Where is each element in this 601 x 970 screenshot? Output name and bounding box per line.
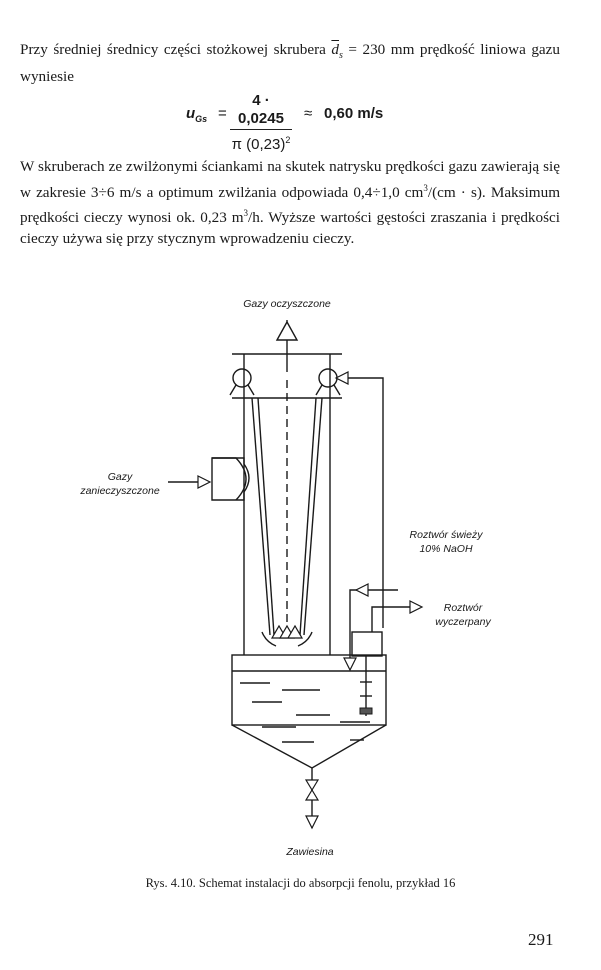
label-clean-gas: Gazy oczyszczone xyxy=(243,298,331,310)
label-spent-solution-2: wyczerpany xyxy=(435,616,491,628)
label-suspension: Zawiesina xyxy=(285,846,333,858)
formula-result: 0,60 m/s xyxy=(324,105,384,122)
p2-text-b: /(cm · s). Maksimum prędkości cieczy wyn… xyxy=(20,183,561,227)
makeup-line xyxy=(349,583,398,660)
level-controller-box xyxy=(351,631,383,657)
paragraph-1: Przy średniej średnicy części stożkowej … xyxy=(20,40,560,87)
page-number: 291 xyxy=(528,930,554,949)
drain-valve-icon xyxy=(304,768,320,830)
diameter-symbol: d xyxy=(331,41,339,58)
label-spent-solution-1: Roztwór xyxy=(444,602,483,614)
formula-approx: ≈ xyxy=(304,105,313,122)
p2-superscript-1: 3 xyxy=(423,182,428,193)
spent-solution-line xyxy=(371,600,424,632)
formula-lhs-symbol: u xyxy=(186,105,196,122)
p1-text-b: = 230 mm prędkość liniowa gazu wyniesie xyxy=(20,41,560,85)
spray-nozzle-right-icon xyxy=(315,368,341,396)
figure-caption: Rys. 4.10. Schemat instalacji do absorpc… xyxy=(145,876,456,890)
p2-superscript-2: 3 xyxy=(243,208,249,219)
fraction-bar xyxy=(230,129,292,130)
gas-inlet-box xyxy=(211,457,250,501)
settling-tank xyxy=(231,654,387,769)
outlet-arrow xyxy=(275,320,299,372)
conical-insert xyxy=(251,380,323,640)
diameter-subscript: s xyxy=(339,50,343,62)
formula-lhs: uGs xyxy=(186,105,207,124)
paragraph-2: W skruberach ze zwilżonymi ściankami na … xyxy=(20,157,560,249)
formula-lhs-subscript: Gs xyxy=(195,114,208,124)
formula-denominator-exponent: 2 xyxy=(285,135,291,145)
formula-equals: = xyxy=(218,105,227,122)
label-fresh-solution-1: Roztwór świeży xyxy=(410,529,484,541)
formula-fraction: 4 · 0,0245 π (0,23)2 xyxy=(230,92,292,154)
label-dirty-gas-2: zanieczyszczone xyxy=(79,485,160,497)
fresh-solution-line xyxy=(334,371,384,628)
gas-inlet-arrow xyxy=(168,475,212,489)
label-dirty-gas-1: Gazy xyxy=(108,471,133,483)
p1-text-a: Przy średniej średnicy części stożkowej … xyxy=(20,41,332,58)
formula-denominator-base: π (0,23) xyxy=(231,136,286,153)
formula-denominator: π (0,23)2 xyxy=(230,131,292,154)
bottom-deflector-icon xyxy=(261,624,313,647)
column-shell xyxy=(243,354,331,655)
velocity-formula: uGs = 4 · 0,0245 π (0,23)2 ≈ 0,60 m/s xyxy=(186,92,446,153)
formula-numerator: 4 · 0,0245 xyxy=(238,92,284,127)
p2-text-c: /h. Wyższe wartości gęstości zraszania i… xyxy=(20,209,560,247)
label-fresh-solution-2: 10% NaOH xyxy=(419,543,473,555)
spray-nozzle-left-icon xyxy=(229,368,255,396)
p2-text-a: W skruberach ze zwilżonymi ściankami na … xyxy=(20,158,560,201)
